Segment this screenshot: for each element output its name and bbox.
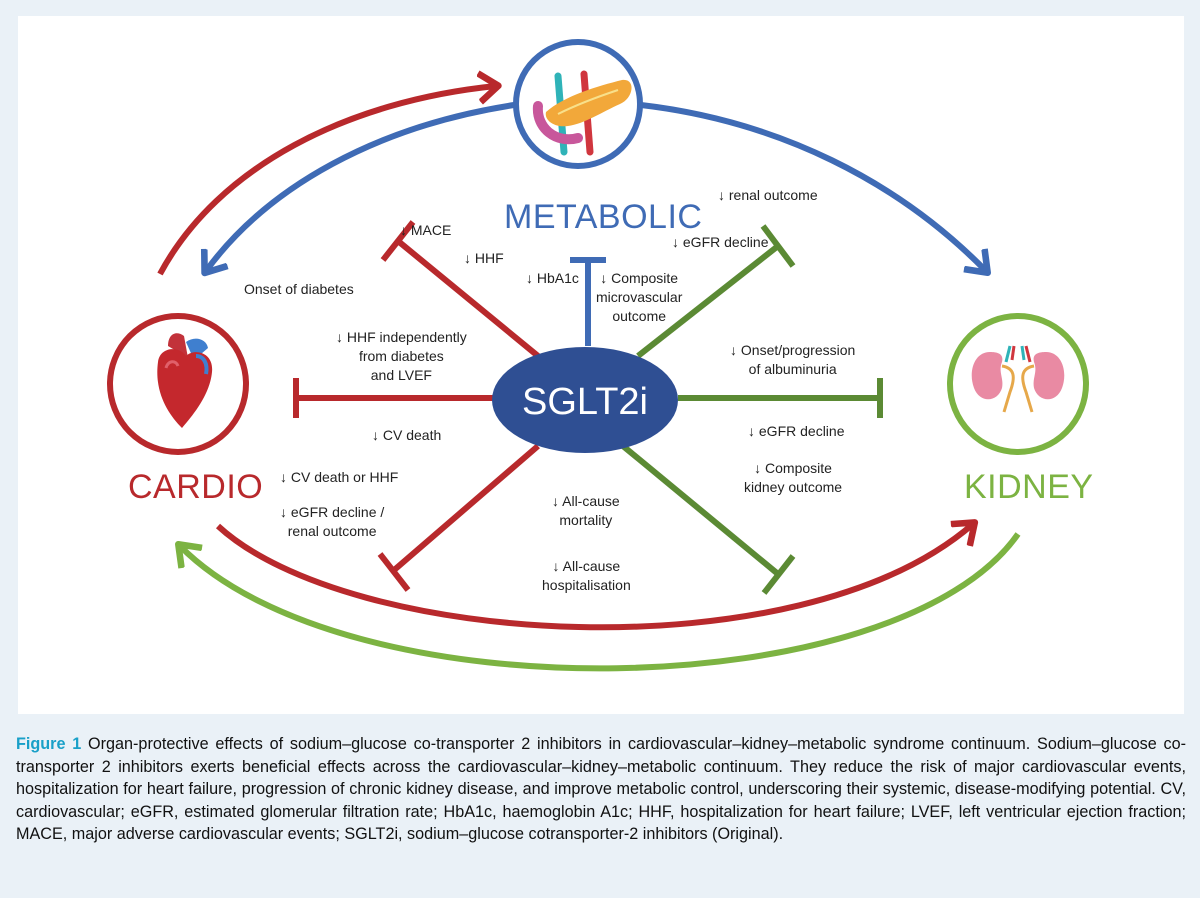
label-hba1c: ↓ HbA1c <box>526 270 579 286</box>
label-cv-death: ↓ CV death <box>372 427 442 443</box>
sglt2i-label: SGLT2i <box>522 381 648 423</box>
sglt2i-ellipse <box>492 347 678 453</box>
inhibit-metabolic <box>570 257 606 346</box>
label-albuminuria: ↓ Onset/progression of albuminuria <box>730 342 856 377</box>
label-egfr-decline-top: ↓ eGFR decline <box>672 234 769 250</box>
inhibit-kidney-bottom <box>621 443 796 595</box>
label-composite-kidney: ↓ Composite kidney outcome <box>744 460 843 495</box>
pancreas-icon <box>532 70 632 156</box>
label-all-cause-mortality: ↓ All-cause mortality <box>552 493 620 528</box>
inhibit-renal-top <box>636 224 796 359</box>
heart-icon <box>157 333 213 428</box>
arrow-kidney-to-cardio <box>180 532 1021 672</box>
arrow-cardio-to-metabolic <box>157 86 496 276</box>
label-all-cause-hosp: ↓ All-cause hospitalisation <box>542 558 631 593</box>
label-onset-diabetes: Onset of diabetes <box>244 281 354 297</box>
label-hhf-independent: ↓ HHF independently from diabetes and LV… <box>336 329 467 383</box>
label-hhf: ↓ HHF <box>464 250 504 266</box>
arrow-cardio-to-kidney <box>215 524 973 631</box>
diagram-panel: SGLT2i <box>18 16 1184 714</box>
metabolic-label: METABOLIC <box>504 198 703 236</box>
kidneys-icon <box>971 345 1065 413</box>
inhibit-cardio-bottom <box>377 443 540 592</box>
inhibit-cardio <box>293 378 494 418</box>
label-mace: ↓ MACE <box>400 222 452 238</box>
label-cv-death-hhf: ↓ CV death or HHF <box>280 469 399 485</box>
diagram-svg: SGLT2i <box>107 39 1089 672</box>
inhibit-kidney <box>678 378 883 418</box>
label-composite-micro: ↓ Composite microvascular outcome <box>596 270 683 324</box>
kidney-label: KIDNEY <box>964 468 1094 506</box>
cardio-label: CARDIO <box>128 468 264 506</box>
figure-caption: Figure 1 Organ-protective effects of sod… <box>16 733 1186 846</box>
kidney-circle <box>947 313 1089 455</box>
label-egfr-renal: ↓ eGFR decline / renal outcome <box>280 504 385 539</box>
caption-text: Organ-protective effects of sodium–gluco… <box>16 735 1186 844</box>
inhibit-mace <box>380 220 540 359</box>
arrow-metabolic-to-cardio <box>206 102 515 271</box>
arrow-metabolic-to-kidney <box>640 102 986 271</box>
label-egfr-decline-right: ↓ eGFR decline <box>748 423 845 439</box>
label-renal-outcome: ↓ renal outcome <box>718 187 818 203</box>
figure-label: Figure 1 <box>16 735 82 753</box>
